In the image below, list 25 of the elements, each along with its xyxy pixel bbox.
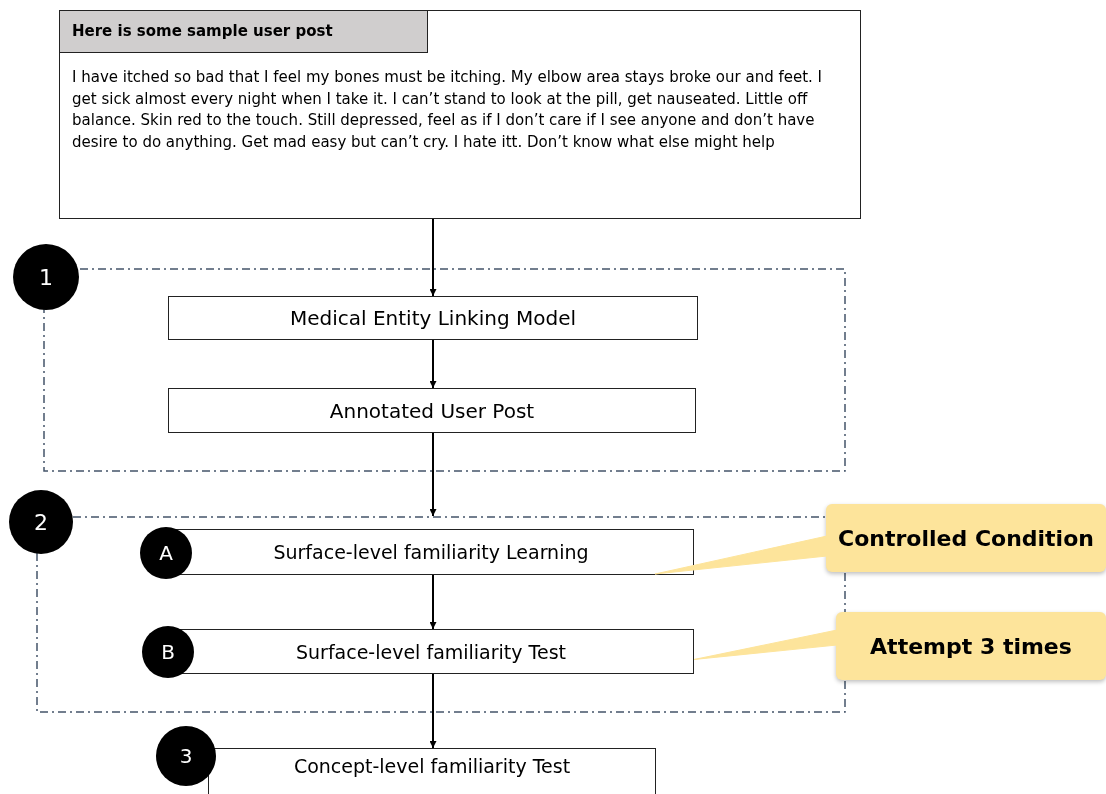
- step-letter: B: [142, 626, 194, 678]
- step-label: Annotated User Post: [329, 398, 535, 423]
- step-label: Medical Entity Linking Model: [290, 306, 576, 330]
- callout-box: [836, 612, 1106, 680]
- arrow: [429, 218, 437, 297]
- step-label: Concept-level familiarity Test: [293, 755, 571, 777]
- arrow: [429, 574, 437, 630]
- post-card: [59, 10, 861, 219]
- stage-number: 1: [13, 244, 79, 310]
- post-heading: Here is some sample user post: [60, 11, 428, 53]
- process-box: [168, 388, 696, 433]
- callout-pointer: [654, 535, 828, 575]
- arrow: [429, 339, 437, 389]
- step-label: Surface-level familiarity Test: [296, 640, 566, 663]
- callout-text: Attempt 3 times: [870, 633, 1072, 659]
- arrow: [429, 673, 437, 749]
- callout-pointer: [693, 629, 838, 660]
- step-letter: 3: [156, 726, 216, 786]
- post-text: I have itched so bad that I feel my bones must be itching. My elbow area stays broke our and feet. I get sick almost every night when I take it. I can’t stand to look at the pill, get nauseated. Little off balance. Skin red to the touch. Still depressed, feel as if I don’t care if I see anyone and don’t have desire to do anything. Get mad easy but can’t cry. I hate itt. Don’t know what else might help: [72, 67, 823, 153]
- callout-text: Controlled Condition: [838, 525, 1094, 551]
- stage-number: 2: [9, 490, 73, 554]
- arrow: [429, 432, 437, 517]
- step-letter: A: [140, 527, 192, 579]
- step-label: Surface-level familiarity Learning: [273, 541, 589, 563]
- process-box: [168, 296, 698, 340]
